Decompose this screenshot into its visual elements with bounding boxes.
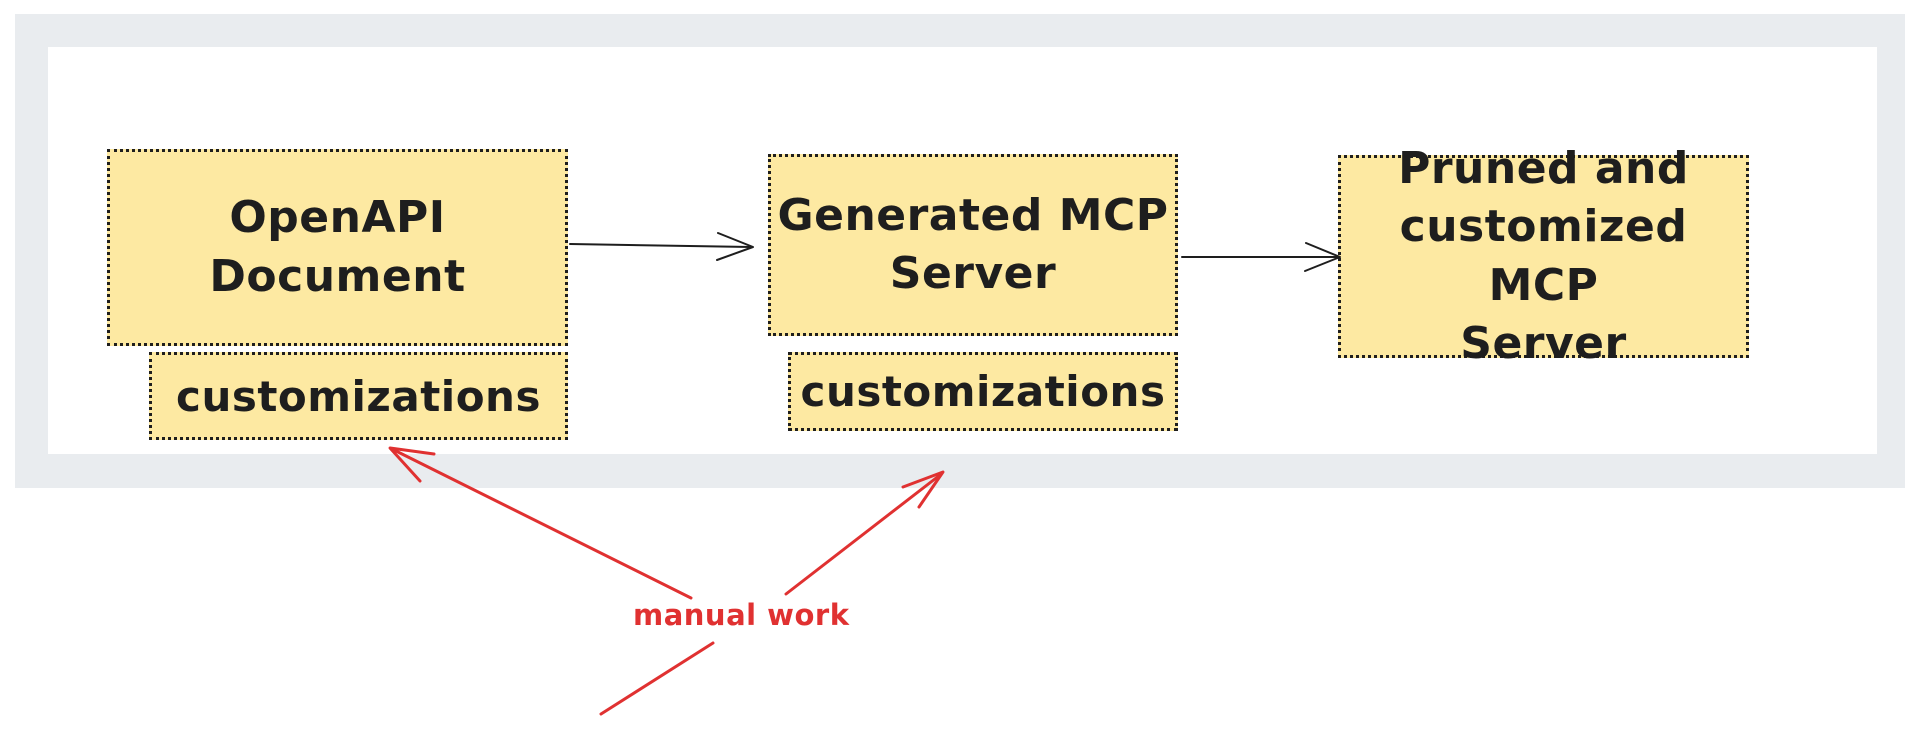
node-label: customizations xyxy=(800,367,1166,416)
node-label: Pruned and customized MCP Server xyxy=(1398,143,1689,369)
node-label: Generated MCP Server xyxy=(777,189,1169,299)
node-generated-mcp-server: Generated MCP Server xyxy=(768,154,1178,336)
node-customizations-openapi: customizations xyxy=(149,352,568,440)
arrow-manual-work-to-customizations-2 xyxy=(784,470,945,596)
node-label: customizations xyxy=(176,371,541,421)
node-customizations-generated: customizations xyxy=(788,352,1178,431)
node-pruned-customized-mcp-server: Pruned and customized MCP Server xyxy=(1338,143,1749,369)
manual-work-tail-line xyxy=(599,641,715,716)
node-openapi-document: OpenAPI Document xyxy=(107,149,568,346)
node-label: OpenAPI Document xyxy=(209,192,466,302)
manual-work-label: manual work xyxy=(633,598,850,632)
